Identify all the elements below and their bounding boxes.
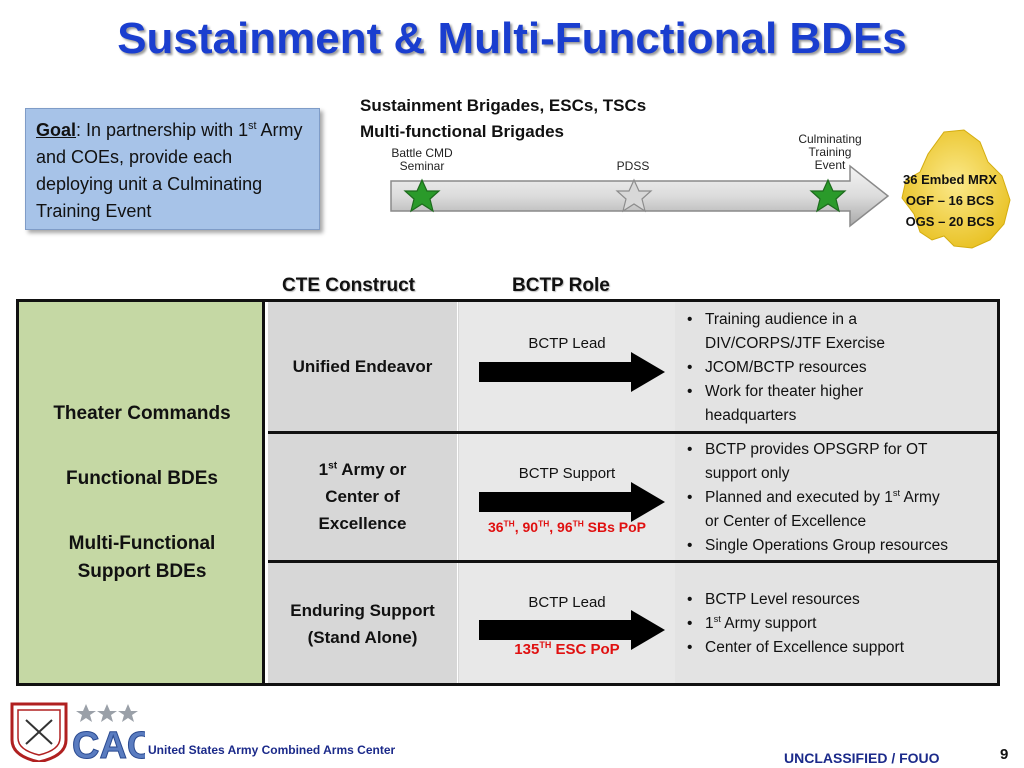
cte-table: Theater Commands Functional BDEs Multi-F… [16,299,1000,686]
event-label-battle-cmd: Battle CMD Seminar [391,146,453,173]
star-battle-cmd-icon [403,178,441,213]
role-label: BCTP Support [518,465,616,482]
right-arrow-icon [479,352,665,392]
timeline-heading-2: Multi-functional Brigades [360,122,564,141]
timeline-heading-1: Sustainment Brigades, ESCs, TSCs [360,96,647,115]
goal-text-2: Army and COEs, provide each deploying un… [36,120,303,221]
cte-cell: Enduring Support (Stand Alone) [268,563,458,683]
list-item: Center of Excellence support [685,636,995,660]
left-column: Theater Commands Functional BDEs Multi-F… [19,302,265,683]
bullets-cell: BCTP Level resources 1st Army support Ce… [675,563,997,683]
list-item: JCOM/BCTP resources [685,356,995,380]
pop-label: 36TH, 90TH, 96TH SBs PoP [487,518,647,535]
left-item-functional: Functional BDEs [65,468,218,489]
star-cte-icon [809,178,847,213]
cte-cell: Unified Endeavor [268,302,458,431]
country-map-icon [901,129,1011,249]
role-cell: BCTP Support 36TH, 90TH, 96TH SBs PoP [459,434,675,560]
right-arrow-icon [479,482,665,522]
list-item: Single Operations Group resources [685,534,995,558]
pop-label: 135TH ESC PoP [514,640,620,659]
slide-title: Sustainment & Multi-Functional BDEs [117,14,907,63]
cac-logo-icon: CAC [10,702,145,762]
col-header-role: BCTP Role [512,275,610,296]
left-item-multi: Multi-Functional [68,533,216,554]
map-line-3: OGS – 20 BCS [905,214,995,229]
goal-box: Goal: In partnership with 1st Army and C… [25,108,320,230]
map-line-1: 36 Embed MRX [903,172,997,187]
event-label-cte: Culminating Training Event [798,132,862,172]
left-item-support: Support BDEs [77,561,207,582]
role-label: BCTP Lead [528,335,606,352]
footer-org: United States Army Combined Arms Center [148,743,396,757]
left-item-theater: Theater Commands [53,403,231,424]
cte-cell: 1st Army or Center of Excellence [268,434,458,560]
goal-label: Goal [36,120,77,140]
role-cell: BCTP Lead 135TH ESC PoP [459,563,675,683]
page-number: 9 [1000,746,1009,763]
classification-label: UNCLASSIFIED / FOUO [784,750,940,766]
col-header-cte: CTE Construct [282,275,415,296]
star-pdss-icon [615,178,653,213]
table-row: Unified Endeavor BCTP Lead Training audi… [268,302,997,431]
role-label: BCTP Lead [528,594,606,611]
svg-text:CAC: CAC [72,725,145,762]
list-item: BCTP Level resources [685,588,995,612]
table-row: 1st Army or Center of Excellence BCTP Su… [268,434,997,560]
goal-text-1: : In partnership with 1 [76,120,249,140]
right-arrow-icon [479,610,665,650]
map-line-2: OGF – 16 BCS [905,193,995,208]
timeline-arrow [390,164,890,228]
event-label-pdss: PDSS [616,159,650,173]
table-row: Enduring Support (Stand Alone) BCTP Lead… [268,563,997,683]
role-cell: BCTP Lead [459,302,675,431]
goal-sup: st [248,120,257,132]
list-item: 1st Army support [685,612,995,636]
